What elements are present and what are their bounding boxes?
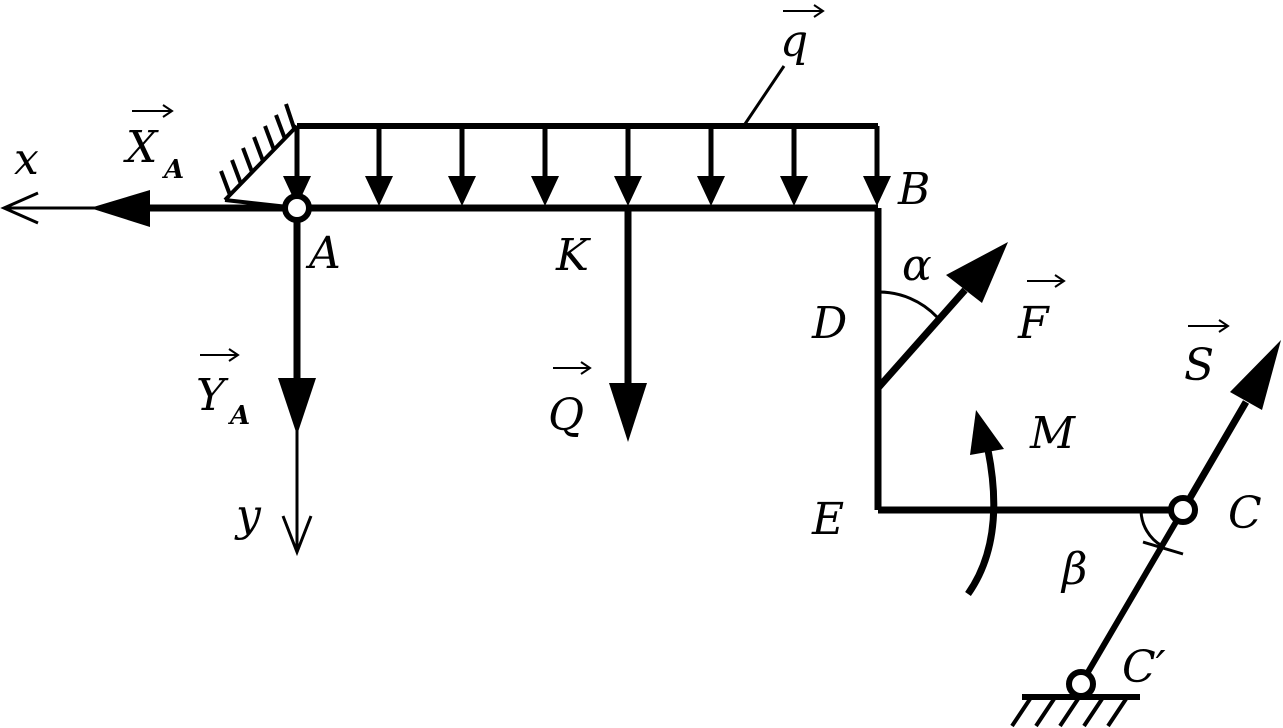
distributed-load xyxy=(283,65,891,206)
hinge-c xyxy=(1168,495,1198,525)
label-y-axis: y xyxy=(234,490,262,541)
force-s-arrow xyxy=(1179,340,1281,512)
label-ya-subscript: A xyxy=(227,401,250,431)
label-ya: Y xyxy=(196,370,229,421)
label-point-b: B xyxy=(897,164,930,215)
label-force-s: S xyxy=(1184,340,1214,391)
angle-beta-tick xyxy=(1142,540,1184,556)
label-xa-subscript: A xyxy=(161,155,184,185)
label-x-axis: x xyxy=(14,134,39,185)
angle-alpha-arc xyxy=(877,290,939,319)
y-axis xyxy=(281,420,313,557)
label-point-c: C xyxy=(1228,488,1262,539)
q-leader-line xyxy=(743,65,786,125)
label-xa: X xyxy=(123,122,159,173)
label-q-distributed: q xyxy=(780,16,808,67)
wall-support-a xyxy=(219,103,299,210)
ground-support-c-prime xyxy=(1010,694,1140,728)
label-point-c-prime: C′ xyxy=(1122,642,1166,693)
force-f-arrow xyxy=(875,242,1008,391)
hinge-c-prime xyxy=(1066,669,1096,699)
label-force-f: F xyxy=(1017,298,1050,349)
moment-m-arrow xyxy=(965,410,1004,597)
label-point-d: D xyxy=(811,298,847,349)
label-point-k: K xyxy=(555,230,591,281)
frame xyxy=(297,204,1183,514)
hinge-a xyxy=(282,193,312,223)
label-point-e: E xyxy=(811,494,844,545)
label-angle-beta: β xyxy=(1060,544,1087,595)
force-q-arrow xyxy=(609,208,647,442)
rod-cc-prime xyxy=(1078,508,1186,686)
label-moment-m: M xyxy=(1029,408,1076,459)
label-point-a: A xyxy=(305,228,341,279)
reaction-xa-arrow xyxy=(90,190,290,227)
reaction-ya-arrow xyxy=(278,220,316,435)
vector-overbars xyxy=(132,4,1230,375)
label-force-q: Q xyxy=(548,390,584,441)
angle-beta-arc xyxy=(1139,509,1163,548)
label-angle-alpha: α xyxy=(902,240,932,291)
